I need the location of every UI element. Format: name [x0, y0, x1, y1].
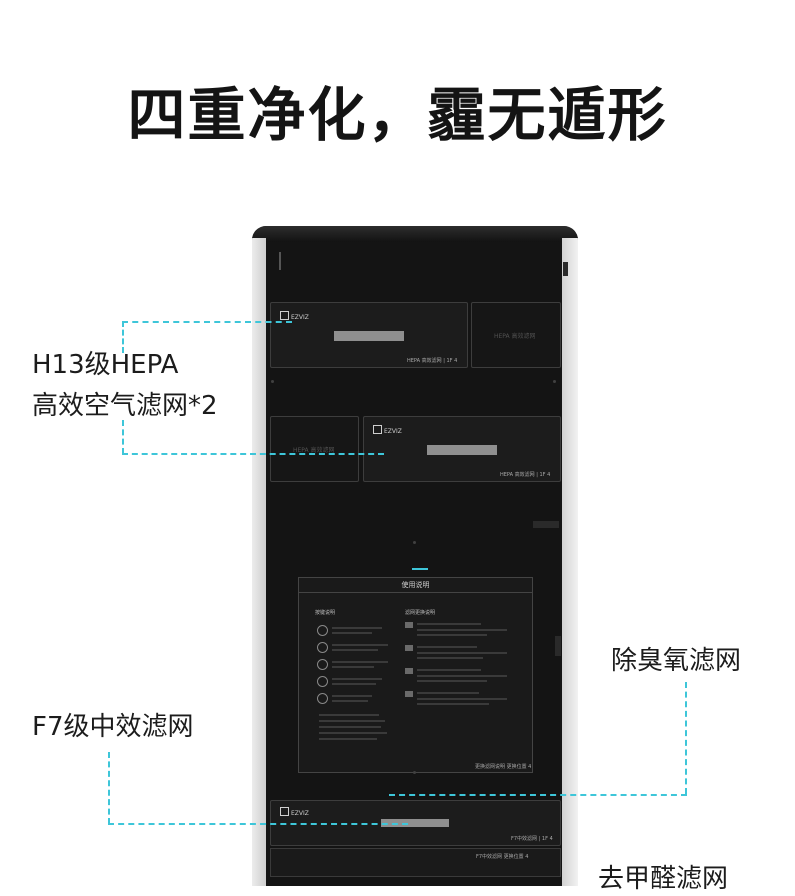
- text-line: [417, 623, 481, 625]
- filter-handle-slot: [381, 819, 449, 827]
- filter-label: HEPA 高效滤网 | 1F 4: [500, 472, 551, 478]
- ezviz-logo-icon: [373, 425, 382, 434]
- screw-dot: [271, 380, 274, 383]
- text-line: [319, 714, 379, 716]
- instruction-title: 使用说明: [299, 578, 532, 593]
- bottom-filter: F7中效滤网 更换位置 4: [270, 848, 561, 877]
- ghost-filter-panel-upper: HEPA 高效滤网: [471, 302, 561, 368]
- leader-line: [108, 823, 408, 825]
- indicator-light: [412, 568, 428, 570]
- page-headline: 四重净化，霾无遁形: [127, 81, 668, 149]
- text-line: [319, 726, 381, 728]
- screw-dot: [553, 380, 556, 383]
- text-line: [319, 720, 385, 722]
- device-left-panel: [252, 238, 266, 886]
- power-icon: [317, 625, 328, 636]
- ezviz-logo-icon: [280, 311, 289, 320]
- screw-dot: [413, 541, 416, 544]
- text-line: [417, 692, 479, 694]
- ghost-label: HEPA 高效滤网: [494, 333, 536, 340]
- light-icon: [317, 693, 328, 704]
- leader-line: [122, 321, 124, 353]
- hepa-filter-lower: EZVIZ HEPA 高效滤网 | 1F 4: [363, 416, 561, 482]
- hepa-filter-upper: EZVIZ HEPA 高效滤网 | 1F 4: [270, 302, 468, 368]
- ezviz-logo-icon: [280, 807, 289, 816]
- device-side-clip: [563, 262, 568, 276]
- mode-icon: [317, 659, 328, 670]
- step-number: [405, 622, 413, 628]
- filter-handle-slot: [427, 445, 497, 455]
- ghost-filter-panel-lower: HEPA 高效滤网: [270, 416, 359, 482]
- instruction-col1-heading: 按键说明: [315, 610, 336, 616]
- instruction-col2-heading: 滤网更换说明: [405, 610, 436, 616]
- text-line: [332, 661, 388, 663]
- instruction-footer: 更换滤网说明 更换位置 4: [475, 764, 532, 770]
- text-line: [332, 700, 368, 702]
- filter-handle-slot: [334, 331, 404, 341]
- text-line: [417, 680, 487, 682]
- callout-f7: F7级中效滤网: [32, 712, 194, 742]
- callout-deodor: 除臭氧滤网: [611, 646, 742, 676]
- leader-line: [108, 752, 110, 824]
- brand-logo: EZVIZ: [280, 311, 309, 321]
- device-top-cap: [252, 226, 578, 246]
- brand-text: EZVIZ: [291, 810, 309, 817]
- speed-icon: [317, 676, 328, 687]
- leader-line: [685, 682, 687, 794]
- leader-line: [122, 420, 124, 454]
- brand-logo: EZVIZ: [373, 425, 402, 435]
- filter-label: F7中效滤网 更换位置 4: [476, 854, 529, 860]
- device-latch-right: [533, 521, 559, 528]
- callout-hepa-line2: 高效空气滤网*2: [32, 391, 218, 421]
- leader-line: [389, 794, 687, 796]
- instruction-panel: 使用说明 按键说明 滤网更换说明 更换滤网说明 更换位置 4: [298, 577, 533, 773]
- text-line: [417, 629, 507, 631]
- device-side-clip: [555, 636, 561, 656]
- leader-line: [122, 321, 292, 323]
- text-line: [332, 678, 382, 680]
- device-latch: [279, 252, 281, 270]
- text-line: [332, 683, 376, 685]
- text-line: [332, 632, 372, 634]
- text-line: [332, 627, 382, 629]
- text-line: [332, 666, 374, 668]
- text-line: [417, 675, 507, 677]
- text-line: [332, 695, 372, 697]
- callout-hepa-line1: H13级HEPA: [32, 350, 179, 380]
- leader-line: [122, 453, 384, 455]
- text-line: [417, 698, 507, 700]
- callout-bottom-partial: 去甲醛滤网: [598, 864, 729, 894]
- text-line: [417, 657, 483, 659]
- brand-text: EZVIZ: [384, 428, 402, 435]
- text-line: [417, 634, 487, 636]
- step-number: [405, 668, 413, 674]
- text-line: [417, 669, 481, 671]
- text-line: [319, 738, 377, 740]
- filter-label: F7中效滤网 | 1F 4: [511, 836, 553, 842]
- filter-label: HEPA 高效滤网 | 1F 4: [407, 358, 458, 364]
- text-line: [417, 652, 507, 654]
- device-right-panel: [562, 238, 578, 886]
- text-line: [332, 644, 388, 646]
- brand-text: EZVIZ: [291, 314, 309, 321]
- brand-logo: EZVIZ: [280, 807, 309, 817]
- ghost-label: HEPA 高效滤网: [293, 447, 335, 454]
- text-line: [319, 732, 387, 734]
- text-line: [417, 646, 477, 648]
- text-line: [332, 649, 378, 651]
- text-line: [417, 703, 489, 705]
- screw-dot: [413, 771, 416, 774]
- step-number: [405, 691, 413, 697]
- timer-icon: [317, 642, 328, 653]
- step-number: [405, 645, 413, 651]
